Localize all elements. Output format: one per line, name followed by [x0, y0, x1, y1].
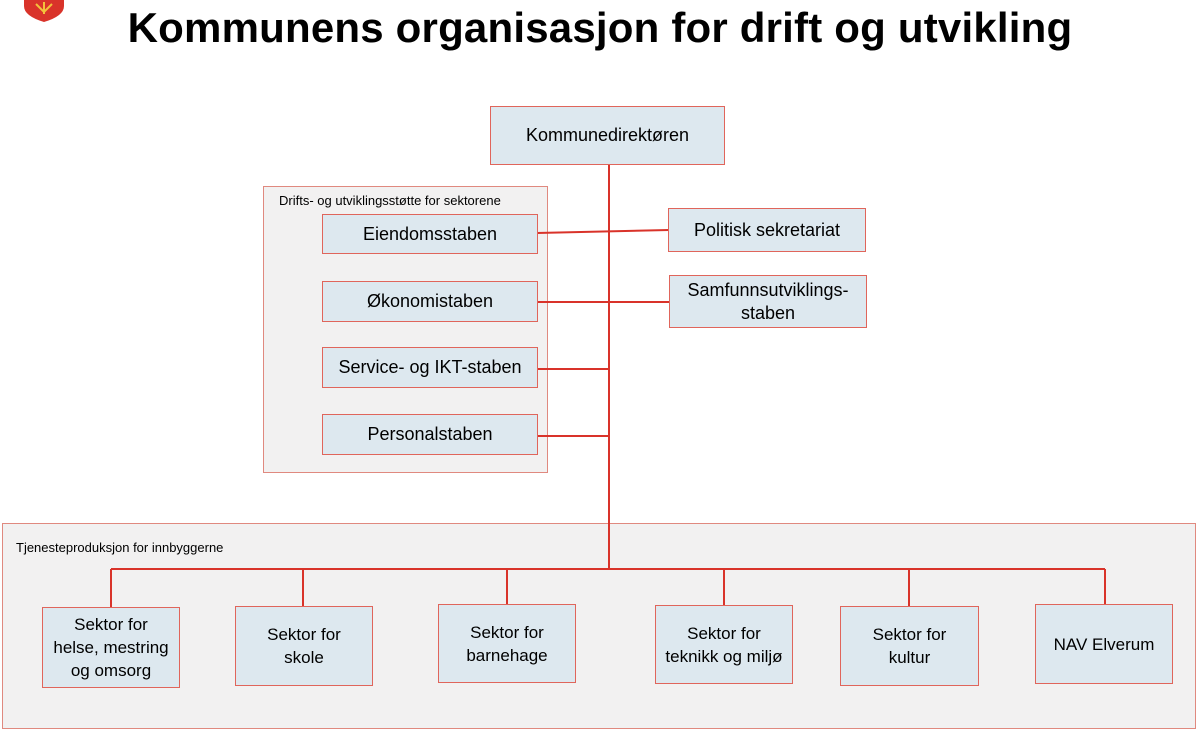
sector-box-nav[interactable]: NAV Elverum — [1035, 604, 1173, 684]
connector-eiendom — [536, 229, 670, 234]
support-group-label: Drifts- og utviklingsstøtte for sektoren… — [279, 193, 501, 208]
sector-box-kultur[interactable]: Sektor for kultur — [840, 606, 979, 686]
sector-box-helse[interactable]: Sektor for helse, mestring og omsorg — [42, 607, 180, 688]
municipality-crest-icon — [24, 0, 64, 22]
sector-box-barnehage[interactable]: Sektor for barnehage — [438, 604, 576, 683]
kommunedirektor-box[interactable]: Kommunedirektøren — [490, 106, 725, 165]
unit-box-politisk-sekretariat[interactable]: Politisk sekretariat — [668, 208, 866, 252]
unit-box-samfunnsutvikling[interactable]: Samfunnsutviklings- staben — [669, 275, 867, 328]
staff-box-eiendom[interactable]: Eiendomsstaben — [322, 214, 538, 254]
staff-box-personal[interactable]: Personalstaben — [322, 414, 538, 455]
page-title: Kommunens organisasjon for drift og utvi… — [127, 4, 1073, 51]
sector-box-skole[interactable]: Sektor for skole — [235, 606, 373, 686]
service-group-label: Tjenesteproduksjon for innbyggerne — [16, 540, 224, 555]
staff-box-okonomi[interactable]: Økonomistaben — [322, 281, 538, 322]
sector-box-teknikk-miljo[interactable]: Sektor for teknikk og miljø — [655, 605, 793, 684]
service-group: Tjenesteproduksjon for innbyggerne — [2, 523, 1196, 729]
staff-box-service-ikt[interactable]: Service- og IKT-staben — [322, 347, 538, 388]
